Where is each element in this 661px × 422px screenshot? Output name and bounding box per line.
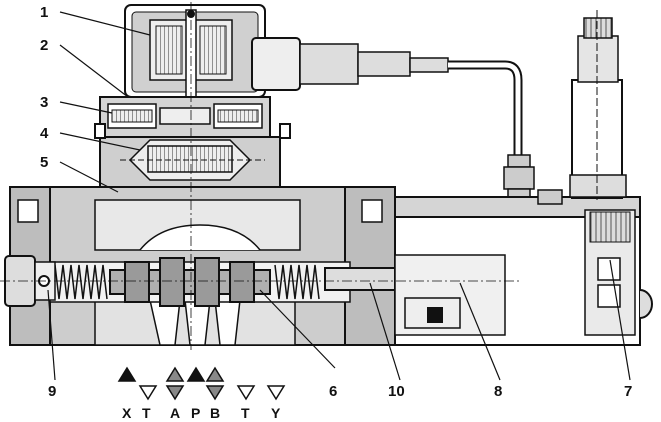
cable-gland	[503, 154, 535, 204]
port-y-symbol	[266, 385, 286, 401]
centre-lines	[0, 2, 520, 350]
electronics-housing	[394, 189, 653, 346]
callout-8: 8	[494, 383, 502, 400]
port-x-symbol	[117, 366, 137, 382]
callout-6: 6	[329, 383, 337, 400]
port-label-t-right: T	[241, 405, 250, 421]
port-label-p: P	[191, 405, 200, 421]
main-spool	[109, 257, 271, 307]
pilot-solenoid	[124, 4, 449, 99]
right-spring	[274, 264, 320, 300]
port-b-symbol-up	[205, 366, 225, 382]
callout-5: 5	[40, 154, 48, 171]
port-t-right-symbol	[236, 385, 256, 401]
callout-4: 4	[40, 125, 49, 142]
callout-9: 9	[48, 383, 56, 400]
callout-7: 7	[624, 383, 632, 400]
cable	[448, 60, 523, 160]
port-label-y: Y	[271, 405, 281, 421]
port-label-a: A	[170, 405, 180, 421]
leader-lines	[47, 11, 631, 381]
sensor-section	[94, 123, 291, 188]
electrical-connector	[569, 10, 627, 200]
port-p-symbol	[186, 366, 206, 382]
port-symbols	[117, 366, 286, 401]
left-spring	[54, 264, 108, 300]
left-end-cover	[4, 255, 56, 307]
port-a-symbol-down	[165, 385, 185, 401]
callout-10: 10	[388, 383, 405, 400]
callout-2: 2	[40, 37, 48, 54]
pilot-valve-block	[99, 96, 271, 138]
port-b-symbol-down	[205, 385, 225, 401]
port-a-symbol-up	[165, 366, 185, 382]
port-label-x: X	[122, 405, 132, 421]
port-label-b: B	[210, 405, 220, 421]
port-label-t: T	[142, 405, 151, 421]
callout-3: 3	[40, 94, 48, 111]
callout-1: 1	[40, 4, 48, 21]
port-t-left-symbol	[138, 385, 158, 401]
